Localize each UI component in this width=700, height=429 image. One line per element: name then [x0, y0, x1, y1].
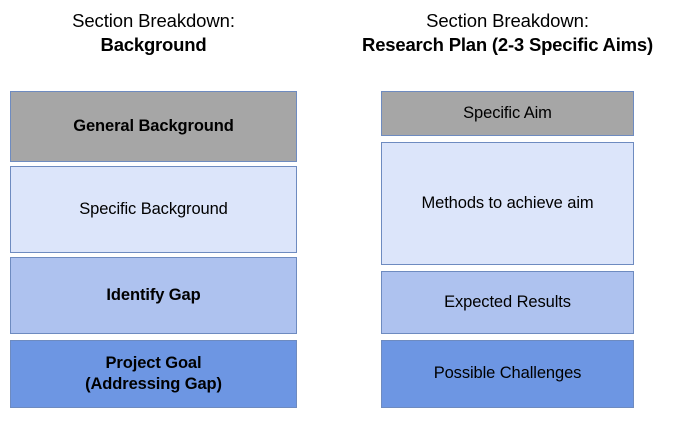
column-title-background: Section Breakdown: Background — [10, 9, 297, 57]
column-title-research-plan: Section Breakdown: Research Plan (2-3 Sp… — [349, 9, 666, 57]
column-title-line2: Research Plan (2-3 Specific Aims) — [362, 34, 653, 56]
box-label-group: Project Goal (Addressing Gap) — [85, 353, 222, 395]
box-label: Specific Background — [79, 199, 228, 218]
box-possible-challenges: Possible Challenges — [381, 340, 634, 408]
box-label: Expected Results — [444, 292, 571, 311]
box-label: Project Goal — [105, 353, 202, 372]
box-label: Possible Challenges — [433, 364, 582, 383]
box-expected-results: Expected Results — [381, 271, 634, 334]
box-sublabel: (Addressing Gap) — [85, 375, 222, 393]
box-label: General Background — [73, 116, 234, 135]
box-label: Identify Gap — [106, 285, 201, 304]
box-specific-aim: Specific Aim — [381, 91, 634, 136]
box-label: Methods to achieve aim — [421, 193, 594, 212]
box-specific-background: Specific Background — [10, 166, 297, 253]
box-identify-gap: Identify Gap — [10, 257, 297, 334]
box-general-background: General Background — [10, 91, 297, 162]
box-project-goal: Project Goal (Addressing Gap) — [10, 340, 297, 408]
column-title-line1: Section Breakdown: — [72, 10, 235, 31]
column-title-line2: Background — [100, 34, 207, 56]
box-methods-to-achieve-aim: Methods to achieve aim — [381, 142, 634, 265]
box-label: Specific Aim — [463, 103, 552, 122]
column-title-line1: Section Breakdown: — [426, 10, 589, 31]
